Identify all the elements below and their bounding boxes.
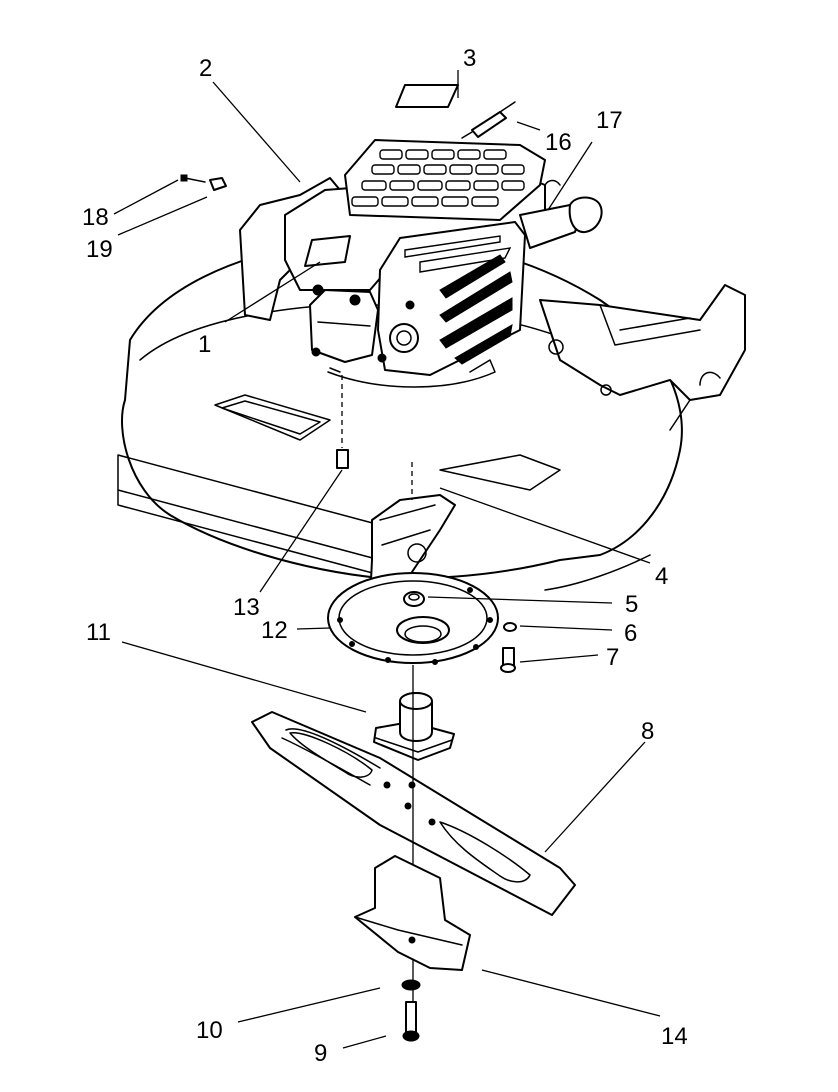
callout-5: 5	[625, 591, 638, 618]
callout-12: 12	[261, 617, 288, 644]
decal-3	[395, 84, 459, 108]
mower-deck	[117, 236, 683, 591]
callout-9: 9	[314, 1040, 327, 1067]
nut-19	[209, 177, 227, 191]
washer-6	[503, 622, 517, 632]
blade-adapter-flange-12	[327, 572, 499, 665]
callout-16: 16	[545, 129, 572, 156]
air-lifter-14	[354, 855, 471, 971]
callout-17: 17	[596, 107, 623, 134]
washer-10	[401, 979, 421, 991]
callout-14: 14	[661, 1023, 688, 1050]
callout-7: 7	[606, 644, 619, 671]
leader-lines	[113, 70, 661, 1049]
side-grille	[404, 235, 513, 365]
engine	[239, 139, 603, 388]
callout-2: 2	[199, 55, 212, 82]
screw-18	[180, 174, 206, 183]
bolt-9	[402, 1001, 420, 1042]
callout-4: 4	[655, 563, 668, 590]
callout-19: 19	[86, 236, 113, 263]
nut-5	[403, 591, 425, 607]
callout-labels: 1 2 3 4 5 6 7 8 9 10 11 12 13 14 16 17 1…	[82, 45, 688, 1067]
bolt-7	[500, 647, 516, 673]
blade-adapter-11	[373, 692, 455, 761]
top-grille	[351, 149, 525, 207]
callout-10: 10	[196, 1017, 223, 1044]
spark-plug-wire-16	[461, 101, 516, 139]
callout-18: 18	[82, 204, 109, 231]
callout-6: 6	[624, 620, 637, 647]
callout-1: 1	[198, 331, 211, 358]
callout-13: 13	[233, 594, 260, 621]
bolt-13	[336, 375, 349, 469]
callout-8: 8	[641, 718, 654, 745]
callout-11: 11	[86, 619, 111, 646]
handle-bracket	[539, 284, 746, 431]
callout-3: 3	[463, 45, 476, 72]
